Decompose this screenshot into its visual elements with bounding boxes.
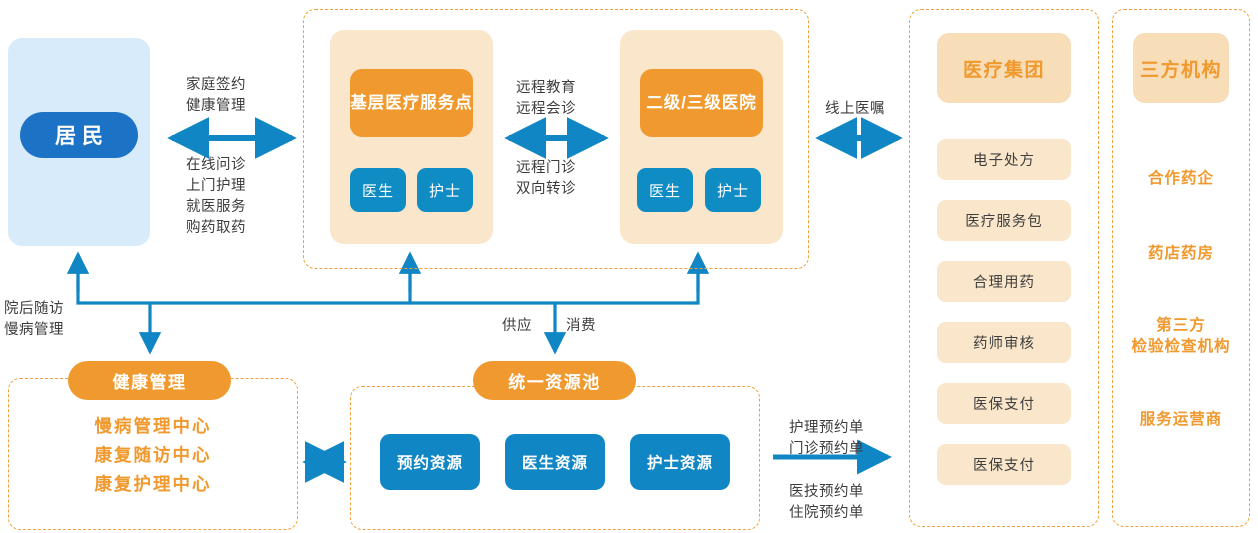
third-party-panel bbox=[1112, 9, 1250, 527]
hospital-doctor-box[interactable]: 医生 bbox=[637, 168, 693, 212]
third-party-item-line1: 第三方 bbox=[1156, 317, 1206, 334]
third-party-header[interactable]: 三方机构 bbox=[1133, 33, 1229, 103]
label-line: 双向转诊 bbox=[516, 181, 576, 197]
primary-nurse-box[interactable]: 护士 bbox=[417, 168, 473, 212]
label-line: 家庭签约 bbox=[186, 77, 246, 93]
medical-group-panel bbox=[909, 9, 1099, 527]
medical-group-item[interactable]: 合理用药 bbox=[937, 261, 1071, 302]
label-line: 远程门诊 bbox=[516, 160, 576, 176]
primary-care-title-line1: 基层 bbox=[350, 93, 386, 112]
label-line: 就医服务 bbox=[186, 199, 246, 215]
connector-label-orders-top: 护理预约单 门诊预约单 bbox=[789, 418, 864, 460]
third-party-item[interactable]: 第三方 检验检查机构 bbox=[1121, 312, 1241, 360]
connector-label-online-services: 在线问诊 上门护理 就医服务 购药取药 bbox=[186, 155, 246, 239]
primary-doctor-box[interactable]: 医生 bbox=[350, 168, 406, 212]
medical-group-item[interactable]: 电子处方 bbox=[937, 139, 1071, 180]
resource-pool-header[interactable]: 统一资源池 bbox=[473, 361, 636, 400]
connector-label-post-hospital: 院后随访 慢病管理 bbox=[4, 299, 64, 341]
connector-label-remote-education: 远程教育 远程会诊 bbox=[516, 78, 576, 120]
medical-group-item[interactable]: 医保支付 bbox=[937, 383, 1071, 424]
third-party-item[interactable]: 服务运营商 bbox=[1139, 410, 1223, 428]
connector-label-consume: 消费 bbox=[566, 318, 596, 334]
connector-label-orders-bottom: 医技预约单 住院预约单 bbox=[789, 482, 864, 524]
label-line: 健康管理 bbox=[186, 98, 246, 114]
health-management-item[interactable]: 康复随访中心 bbox=[94, 445, 212, 465]
resource-pool-item-nurse[interactable]: 护士资源 bbox=[630, 434, 730, 490]
health-management-item[interactable]: 康复护理中心 bbox=[94, 474, 212, 494]
label-line: 购药取药 bbox=[186, 220, 246, 236]
third-party-item[interactable]: 药店药房 bbox=[1147, 244, 1214, 262]
hospital-title-line1: 二级/三级 bbox=[646, 93, 722, 112]
connector-label-remote-clinic: 远程门诊 双向转诊 bbox=[516, 158, 576, 200]
label-line: 远程会诊 bbox=[516, 101, 576, 117]
label-line: 远程教育 bbox=[516, 80, 576, 96]
primary-care-header[interactable]: 基层 医疗服务点 bbox=[350, 69, 473, 137]
third-party-item[interactable]: 合作药企 bbox=[1147, 169, 1214, 187]
providers-panel bbox=[303, 9, 809, 269]
medical-group-header[interactable]: 医疗集团 bbox=[937, 33, 1071, 103]
residents-label[interactable]: 居民 bbox=[20, 112, 138, 158]
health-management-item[interactable]: 慢病管理中心 bbox=[94, 416, 212, 436]
primary-care-card bbox=[330, 30, 493, 244]
third-party-item-line2: 检验检查机构 bbox=[1131, 338, 1231, 355]
resource-pool-item-appointment[interactable]: 预约资源 bbox=[380, 434, 480, 490]
label-line: 护理预约单 bbox=[789, 420, 864, 436]
connector-label-supply: 供应 bbox=[502, 318, 532, 334]
hospital-header[interactable]: 二级/三级 医院 bbox=[640, 69, 763, 137]
connector-label-family-contract: 家庭签约 健康管理 bbox=[186, 75, 246, 117]
label-line: 院后随访 bbox=[4, 301, 64, 317]
medical-group-item[interactable]: 医保支付 bbox=[937, 444, 1071, 485]
label-line: 慢病管理 bbox=[4, 322, 64, 338]
label-line: 门诊预约单 bbox=[789, 441, 864, 457]
health-management-list: 慢病管理中心 康复随访中心 康复护理中心 bbox=[8, 412, 298, 499]
hospital-title-line2: 医院 bbox=[721, 93, 757, 112]
medical-group-item[interactable]: 药师审核 bbox=[937, 322, 1071, 363]
label-line: 在线问诊 bbox=[186, 157, 246, 173]
connector-label-online-order: 线上医嘱 bbox=[825, 101, 885, 117]
resource-pool-item-doctor[interactable]: 医生资源 bbox=[505, 434, 605, 490]
label-line: 上门护理 bbox=[186, 178, 246, 194]
medical-group-item[interactable]: 医疗服务包 bbox=[937, 200, 1071, 241]
primary-care-title-line2: 医疗服务点 bbox=[385, 93, 473, 112]
health-management-header[interactable]: 健康管理 bbox=[68, 361, 231, 400]
hospital-nurse-box[interactable]: 护士 bbox=[705, 168, 761, 212]
label-line: 住院预约单 bbox=[789, 505, 864, 521]
label-line: 医技预约单 bbox=[789, 484, 864, 500]
